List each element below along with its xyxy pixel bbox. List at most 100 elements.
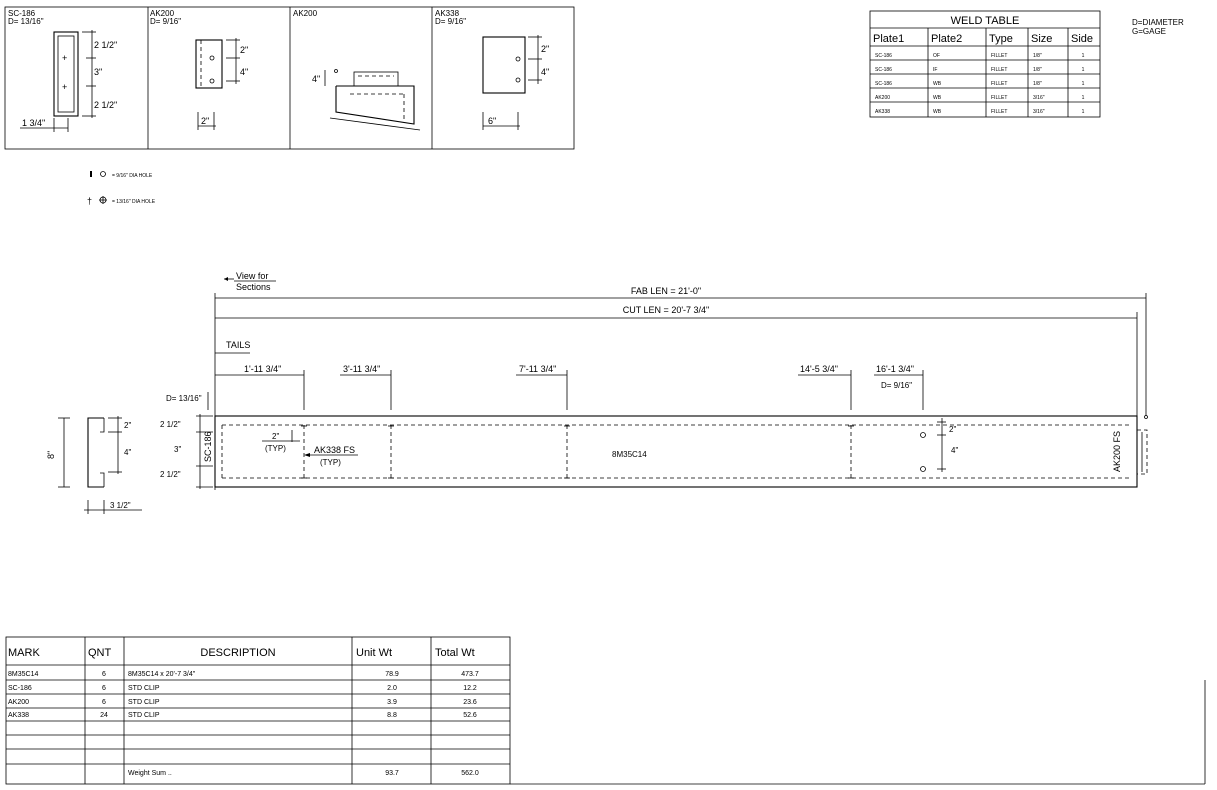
dim-label: 4" [312,74,320,84]
weld-header-cell: Plate1 [873,33,904,45]
dim-label: 2 1/2" [94,100,117,110]
legend-gage: G=GAGE [1132,27,1166,36]
clip-typ: (TYP) [320,458,341,467]
detail-ak200-view: AK200 4" [293,9,421,131]
bom-cell: AK338 [8,712,29,719]
weld-cell: 1/8" [1033,53,1042,59]
weld-cell: 1 [1082,109,1085,115]
station-dim: 16'-1 3/4" [876,364,914,374]
weld-cell: SC-186 [875,67,892,73]
hole-legend: = 9/16" DIA HOLE † = 13/16" DIA HOLE [87,171,156,206]
bom-cell: 52.6 [463,712,477,719]
station-dim: 7'-11 3/4" [519,364,556,374]
weld-table-title: WELD TABLE [951,15,1020,27]
weld-header-cell: Plate2 [931,33,962,45]
bom-header-cell: Total Wt [435,647,475,659]
sections-label: Sections [236,282,271,292]
bom-cell: 3.9 [387,699,397,706]
section-depth: 8" [46,451,56,459]
detail-diameter: D= 13/16" [8,17,44,26]
weld-cell: OF [933,53,940,59]
bom-header-cell: DESCRIPTION [200,647,275,659]
station-dim: 1'-11 3/4" [244,364,281,374]
detail-title: AK338 [435,9,460,18]
left-dim: 2 1/2" [160,420,181,429]
weld-cell: 3/16" [1033,109,1045,115]
bom-cell: STD CLIP [128,699,160,706]
legend-diameter: D=DIAMETER [1132,18,1184,27]
weld-cell: 3/16" [1033,95,1045,101]
dim-label: 2" [541,44,549,54]
bolt-hole-icon [920,466,926,472]
small-hole-circle-icon [100,171,106,177]
detail-title: SC-186 [8,9,36,18]
tails-label: TAILS [226,340,250,350]
hole-legend-small: = 9/16" DIA HOLE [112,173,153,179]
left-diameter: D= 13/16" [166,394,202,403]
clip-label: AK338 FS [314,445,355,455]
dim-label: 2" [201,116,209,126]
weld-cell: SC-186 [875,53,892,59]
weld-cell: FILLET [991,95,1007,101]
dim-label: 1 3/4" [22,118,45,128]
weld-cell: 1 [1082,53,1085,59]
bom-cell: 78.9 [385,671,399,678]
detail-diameter: D= 9/16" [435,17,466,26]
detail-boxes: SC-186 D= 13/16" + + 2 1/2" 3" 2 1/2" 1 … [4,6,575,150]
weld-cell: AK200 [875,95,890,101]
bom-cell: AK200 [8,699,29,706]
right-dim: 4" [951,446,958,455]
station-dim: 14'-5 3/4" [800,364,838,374]
dim-label: 4" [240,67,248,77]
bom-cell: 562.0 [461,770,479,777]
hole-legend-large: = 13/16" DIA HOLE [112,199,156,205]
weld-cell: FILLET [991,53,1007,59]
bom-cell: 93.7 [385,770,399,777]
dim-label: 2" [240,45,248,55]
weld-cell: FILLET [991,67,1007,73]
weld-header-cell: Side [1071,33,1093,45]
bom-cell: STD CLIP [128,712,160,719]
left-dim: 3" [174,445,181,454]
weld-table: WELD TABLE Plate1 Plate2 Type Size SideSC-18… [869,10,1101,118]
weld-header-cell: Size [1031,33,1052,45]
dim-label: 4" [541,67,549,77]
section-dim: 2" [124,421,131,430]
weld-cell: WB [933,81,942,87]
bolt-hole-icon [920,432,926,438]
right-diameter: D= 9/16" [881,381,912,390]
dim-label: 6" [488,116,496,126]
section-width: 3 1/2" [110,501,131,510]
bom-cell: 6 [102,671,106,678]
bom-cell: SC-186 [8,685,32,692]
detail-sc186: SC-186 D= 13/16" + + 2 1/2" 3" 2 1/2" 1 … [8,9,117,132]
weld-cell: AK338 [875,109,890,115]
bom-cell: 8M35C14 x 20'-7 3/4" [128,671,196,678]
small-hole-icon [90,171,92,177]
gap-typ: (TYP) [265,444,286,453]
fab-length: FAB LEN = 21'-0" [631,286,701,296]
section-dim: 4" [124,448,131,457]
right-dim: 2" [949,425,956,434]
bom-cell: STD CLIP [128,685,160,692]
weld-cell: 1/8" [1033,81,1042,87]
large-hole-icon: † [87,196,92,206]
weld-cell: WB [933,95,942,101]
weld-header-cell: Type [989,33,1013,45]
bom-cell: 2.0 [387,685,397,692]
bom-cell: 12.2 [463,685,477,692]
bom-cell: 24 [100,712,108,719]
weld-cell: IF [933,67,937,73]
weld-cell: SC-186 [875,81,892,87]
member-mark: 8M35C14 [612,450,647,459]
clip-marks [301,425,854,479]
right-clip-label: AK200 FS [1112,431,1122,472]
left-dim: 2 1/2" [160,470,181,479]
bom-header-cell: Unit Wt [356,647,392,659]
bom-cell: 8.8 [387,712,397,719]
cut-length: CUT LEN = 20'-7 3/4" [623,305,710,315]
bom-header-cell: QNT [88,647,112,659]
weld-cell: 1 [1082,67,1085,73]
detail-diameter: D= 9/16" [150,17,181,26]
